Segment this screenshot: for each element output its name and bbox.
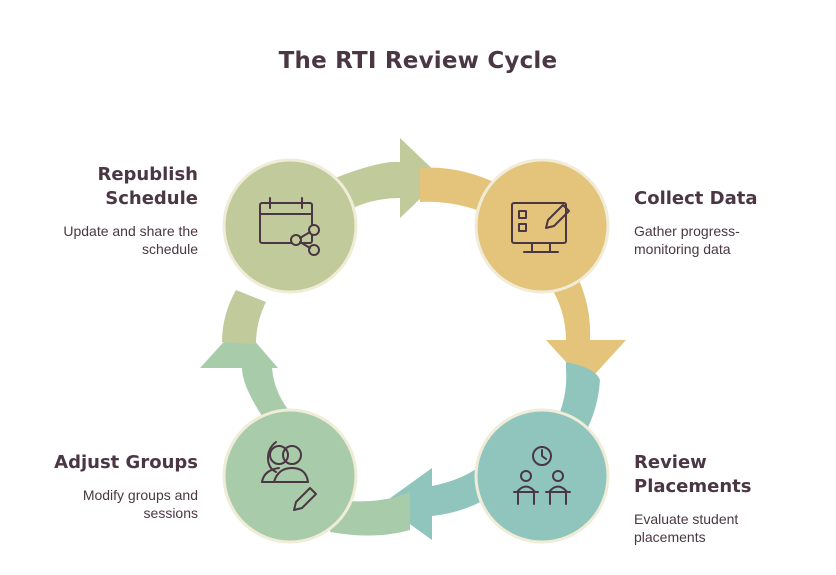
step-circle-collect-data xyxy=(474,158,610,294)
step-circle-adjust-groups xyxy=(222,408,358,544)
step-label-adjust-groups: Adjust Groups xyxy=(54,452,198,473)
arrow-republish-to-collect xyxy=(330,138,442,218)
step-circle-review-placements xyxy=(474,408,610,544)
step-desc-republish-line2: schedule xyxy=(141,241,198,257)
group-pencil-icon xyxy=(261,441,317,511)
step-circle-republish-schedule xyxy=(222,158,358,294)
step-desc-review-line2: placements xyxy=(634,529,706,545)
arc-into-republish xyxy=(222,290,266,344)
calendar-share-icon xyxy=(259,197,320,256)
step-label-collect-data: Collect Data xyxy=(634,188,758,209)
diagram-title: The RTI Review Cycle xyxy=(278,48,558,74)
step-label-republish-line2: Schedule xyxy=(105,188,198,209)
step-label-review-line2: Placements xyxy=(634,476,752,497)
monitor-pencil-icon xyxy=(511,202,570,253)
step-desc-collect-data-line1: Gather progress- xyxy=(634,223,740,239)
step-desc-collect-data-line2: monitoring data xyxy=(634,241,731,257)
step-desc-adjust-line2: sessions xyxy=(143,505,198,521)
step-label-republish-line1: Republish xyxy=(97,164,198,185)
students-clock-icon xyxy=(513,446,571,505)
step-desc-republish-line1: Update and share the xyxy=(63,223,198,239)
arrow-collect-to-review xyxy=(546,262,626,384)
arrow-review-to-adjust xyxy=(382,466,500,540)
step-label-review-line1: Review xyxy=(634,452,707,473)
step-desc-adjust-line1: Modify groups and xyxy=(82,487,198,503)
step-desc-review-line1: Evaluate student xyxy=(634,511,739,527)
arrow-adjust-to-republish xyxy=(200,324,290,416)
